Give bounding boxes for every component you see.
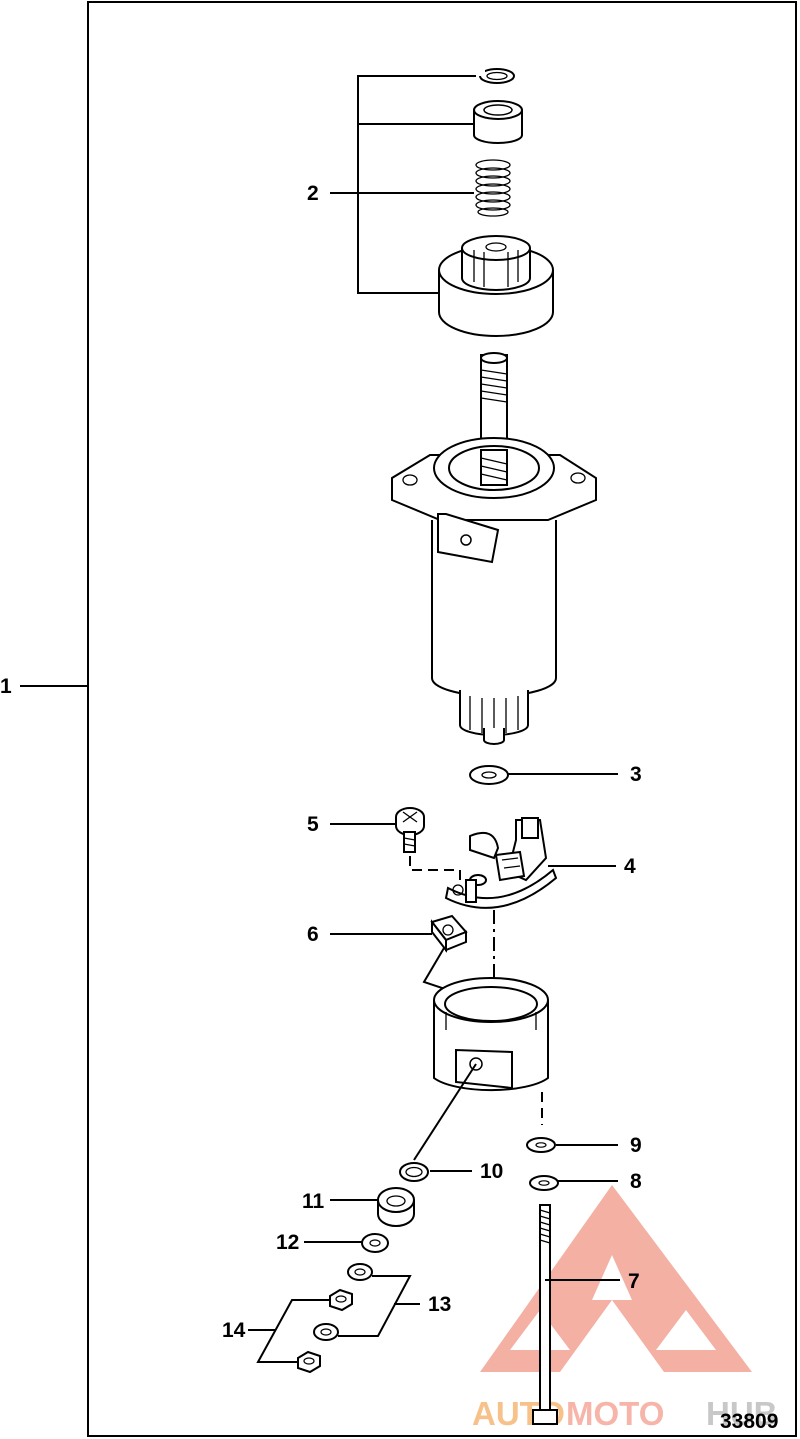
lockwasher-13a — [347, 1263, 373, 1281]
square-nut — [430, 914, 468, 953]
starter-motor-body — [391, 352, 597, 745]
drive-spring — [475, 159, 511, 217]
callout-10: 10 — [480, 1160, 503, 1183]
bushing-11 — [377, 1187, 415, 1227]
watermark-text-hub: HUB — [706, 1395, 778, 1432]
lockwasher-8 — [529, 1175, 559, 1191]
callout-7: 7 — [628, 1270, 640, 1293]
callout-11: 11 — [302, 1190, 325, 1213]
bracket-2 — [357, 75, 476, 294]
callout-12: 12 — [276, 1231, 299, 1254]
callout-13: 13 — [428, 1293, 451, 1316]
o-ring-10 — [399, 1162, 429, 1182]
washer-9 — [526, 1137, 556, 1153]
watermark-text-moto: MOTO — [566, 1395, 664, 1432]
callout-5: 5 — [307, 813, 319, 836]
figure-number: 33809 — [720, 1410, 778, 1433]
watermark-logo — [480, 1185, 752, 1372]
brush-plate — [444, 817, 558, 909]
bracket-13 — [338, 1275, 412, 1337]
callout-9: 9 — [630, 1134, 642, 1157]
end-cap — [433, 977, 549, 1092]
retaining-ring — [477, 68, 515, 84]
washer-12 — [361, 1233, 389, 1253]
callout-1: 1 — [0, 675, 12, 698]
hex-nut-14b — [297, 1350, 321, 1374]
lockwasher-13b — [313, 1323, 339, 1341]
through-bolt — [532, 1204, 558, 1425]
diagram-frame — [87, 1, 797, 1437]
callout-6: 6 — [307, 923, 319, 946]
callout-2: 2 — [307, 182, 319, 205]
brush-screw — [395, 807, 425, 853]
callout-3: 3 — [630, 763, 642, 786]
callout-8: 8 — [630, 1170, 642, 1193]
thrust-washer — [469, 765, 509, 785]
callout-14: 14 — [222, 1319, 246, 1342]
drive-collar — [473, 100, 523, 144]
drive-gear — [438, 235, 554, 337]
hex-nut-14a — [329, 1288, 353, 1312]
callout-4: 4 — [624, 855, 636, 878]
